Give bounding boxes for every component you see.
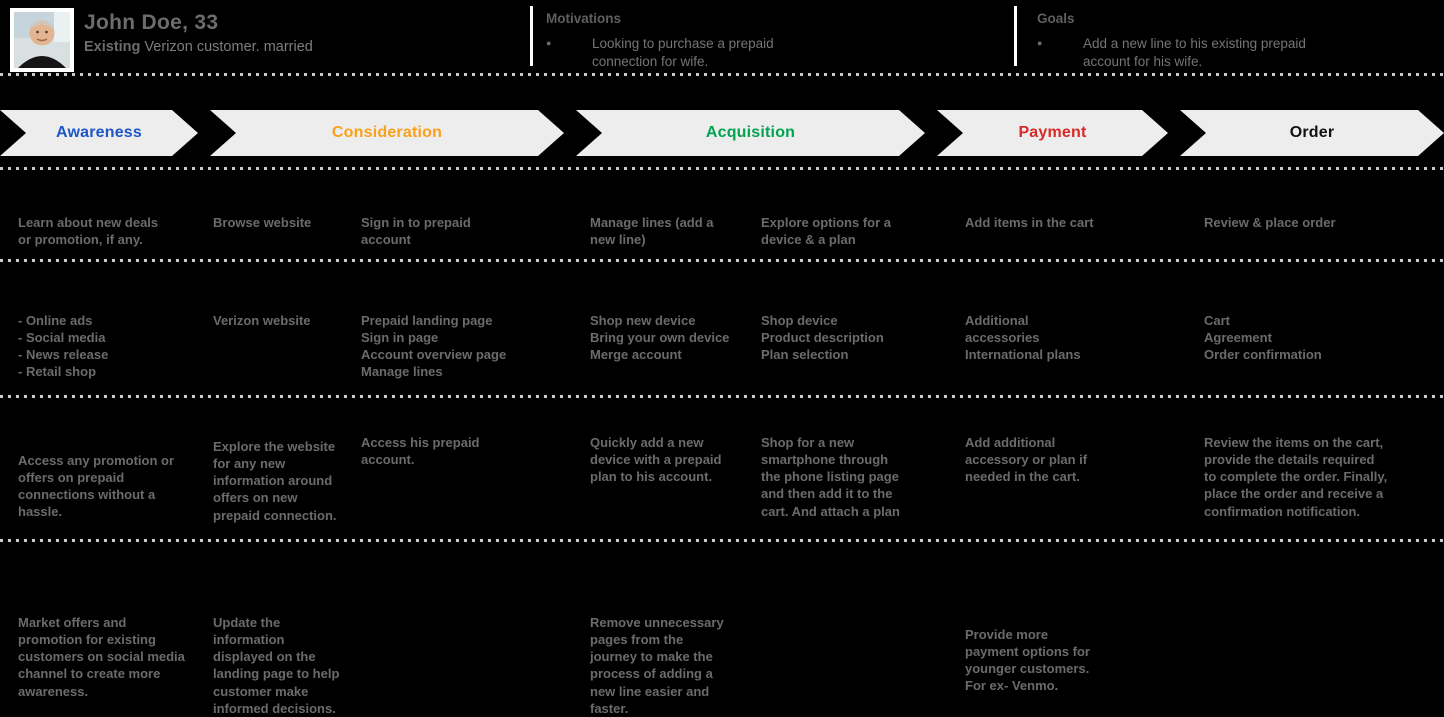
touchpoint-payment: Additional accessories International pla… [965, 313, 1081, 363]
stage-awareness: Awareness [0, 110, 198, 156]
stage-order: Order [1180, 110, 1444, 156]
stage-label: Order [1289, 124, 1335, 141]
dotted-divider [0, 259, 1444, 262]
persona-description: Existing Verizon customer. married [84, 39, 313, 55]
thought-payment: Add additional accessory or plan if need… [965, 435, 1088, 485]
action-consideration-1: Browse website [213, 215, 312, 230]
avatar [10, 8, 74, 72]
dotted-divider [0, 73, 1444, 76]
header-divider [1014, 6, 1017, 66]
opportunity-awareness: Market offers and promotion for existing… [18, 615, 185, 699]
dotted-divider [0, 395, 1444, 398]
thought-order: Review the items on the cart, provide th… [1204, 435, 1388, 519]
thought-consideration-2: Access his prepaid account. [361, 435, 480, 468]
action-awareness: Learn about new deals or promotion, if a… [18, 215, 159, 248]
opportunity-acquisition-1: Remove unnecessary pages from the journe… [590, 615, 724, 716]
thought-awareness: Access any promotion or offers on prepai… [18, 453, 175, 520]
action-acquisition-1: Manage lines (add a new line) [590, 215, 714, 248]
persona-name: John Doe, 33 [84, 11, 219, 34]
touchpoint-consideration-1: Verizon website [213, 313, 311, 328]
touchpoint-acquisition-1: Shop new device Bring your own device Me… [590, 313, 730, 363]
action-consideration-2: Sign in to prepaid account [361, 215, 471, 248]
persona-description-rest: Verizon customer. married [140, 39, 313, 55]
touchpoint-acquisition-2: Shop device Product description Plan sel… [761, 313, 884, 363]
opportunity-acquisition-2 [745, 542, 925, 717]
opportunity-order [1168, 542, 1444, 717]
stage-label: Acquisition [705, 124, 796, 141]
header-divider [530, 6, 533, 66]
stage-consideration: Consideration [210, 110, 564, 156]
motivation-item: ● Looking to purchase a prepaid connecti… [546, 35, 802, 70]
thought-consideration-1: Explore the website for any new informat… [213, 439, 337, 523]
dotted-divider [0, 539, 1444, 542]
persona-description-emphasis: Existing [84, 39, 141, 55]
row-actions: Learn about new deals or promotion, if a… [0, 170, 1444, 259]
dotted-divider [0, 167, 1444, 170]
stage-label: Payment [1018, 124, 1087, 141]
opportunity-consideration-1: Update the information displayed on the … [213, 615, 340, 716]
goal-item: ● Add a new line to his existing prepaid… [1037, 35, 1333, 70]
goal-text: Add a new line to his existing prepaid a… [1083, 36, 1306, 69]
action-payment: Add items in the cart [965, 215, 1094, 230]
motivations-section: Motivations ● Looking to purchase a prep… [546, 11, 802, 70]
journey-stages: Awareness Consideration Acquisition Paym… [0, 110, 1444, 156]
stage-label: Consideration [331, 124, 443, 141]
touchpoint-order: Cart Agreement Order confirmation [1204, 313, 1322, 363]
touchpoint-consideration-2: Prepaid landing page Sign in page Accoun… [361, 313, 507, 380]
stage-payment: Payment [937, 110, 1168, 156]
motivations-title: Motivations [546, 11, 622, 26]
row-thoughts: Access any promotion or offers on prepai… [0, 398, 1444, 539]
stage-acquisition: Acquisition [576, 110, 925, 156]
row-opportunities: Market offers and promotion for existing… [0, 542, 1444, 716]
bullet-icon: ● [546, 38, 552, 48]
motivation-text: Looking to purchase a prepaid connection… [592, 36, 774, 69]
action-acquisition-2: Explore options for a device & a plan [761, 215, 892, 248]
stage-label: Awareness [55, 124, 142, 141]
thought-acquisition-1: Quickly add a new device with a prepaid … [590, 435, 722, 485]
goals-section: Goals ● Add a new line to his existing p… [1037, 11, 1333, 70]
persona-photo [14, 12, 70, 68]
opportunity-payment: Provide more payment options for younger… [965, 627, 1090, 694]
bullet-icon: ● [1037, 38, 1043, 48]
opportunity-consideration-2 [355, 542, 568, 717]
goals-title: Goals [1037, 11, 1075, 26]
action-order: Review & place order [1204, 215, 1336, 230]
touchpoint-awareness: - Online ads - Social media - News relea… [18, 313, 109, 380]
row-touchpoints: - Online ads - Social media - News relea… [0, 262, 1444, 395]
thought-acquisition-2: Shop for a new smartphone through the ph… [761, 435, 900, 519]
